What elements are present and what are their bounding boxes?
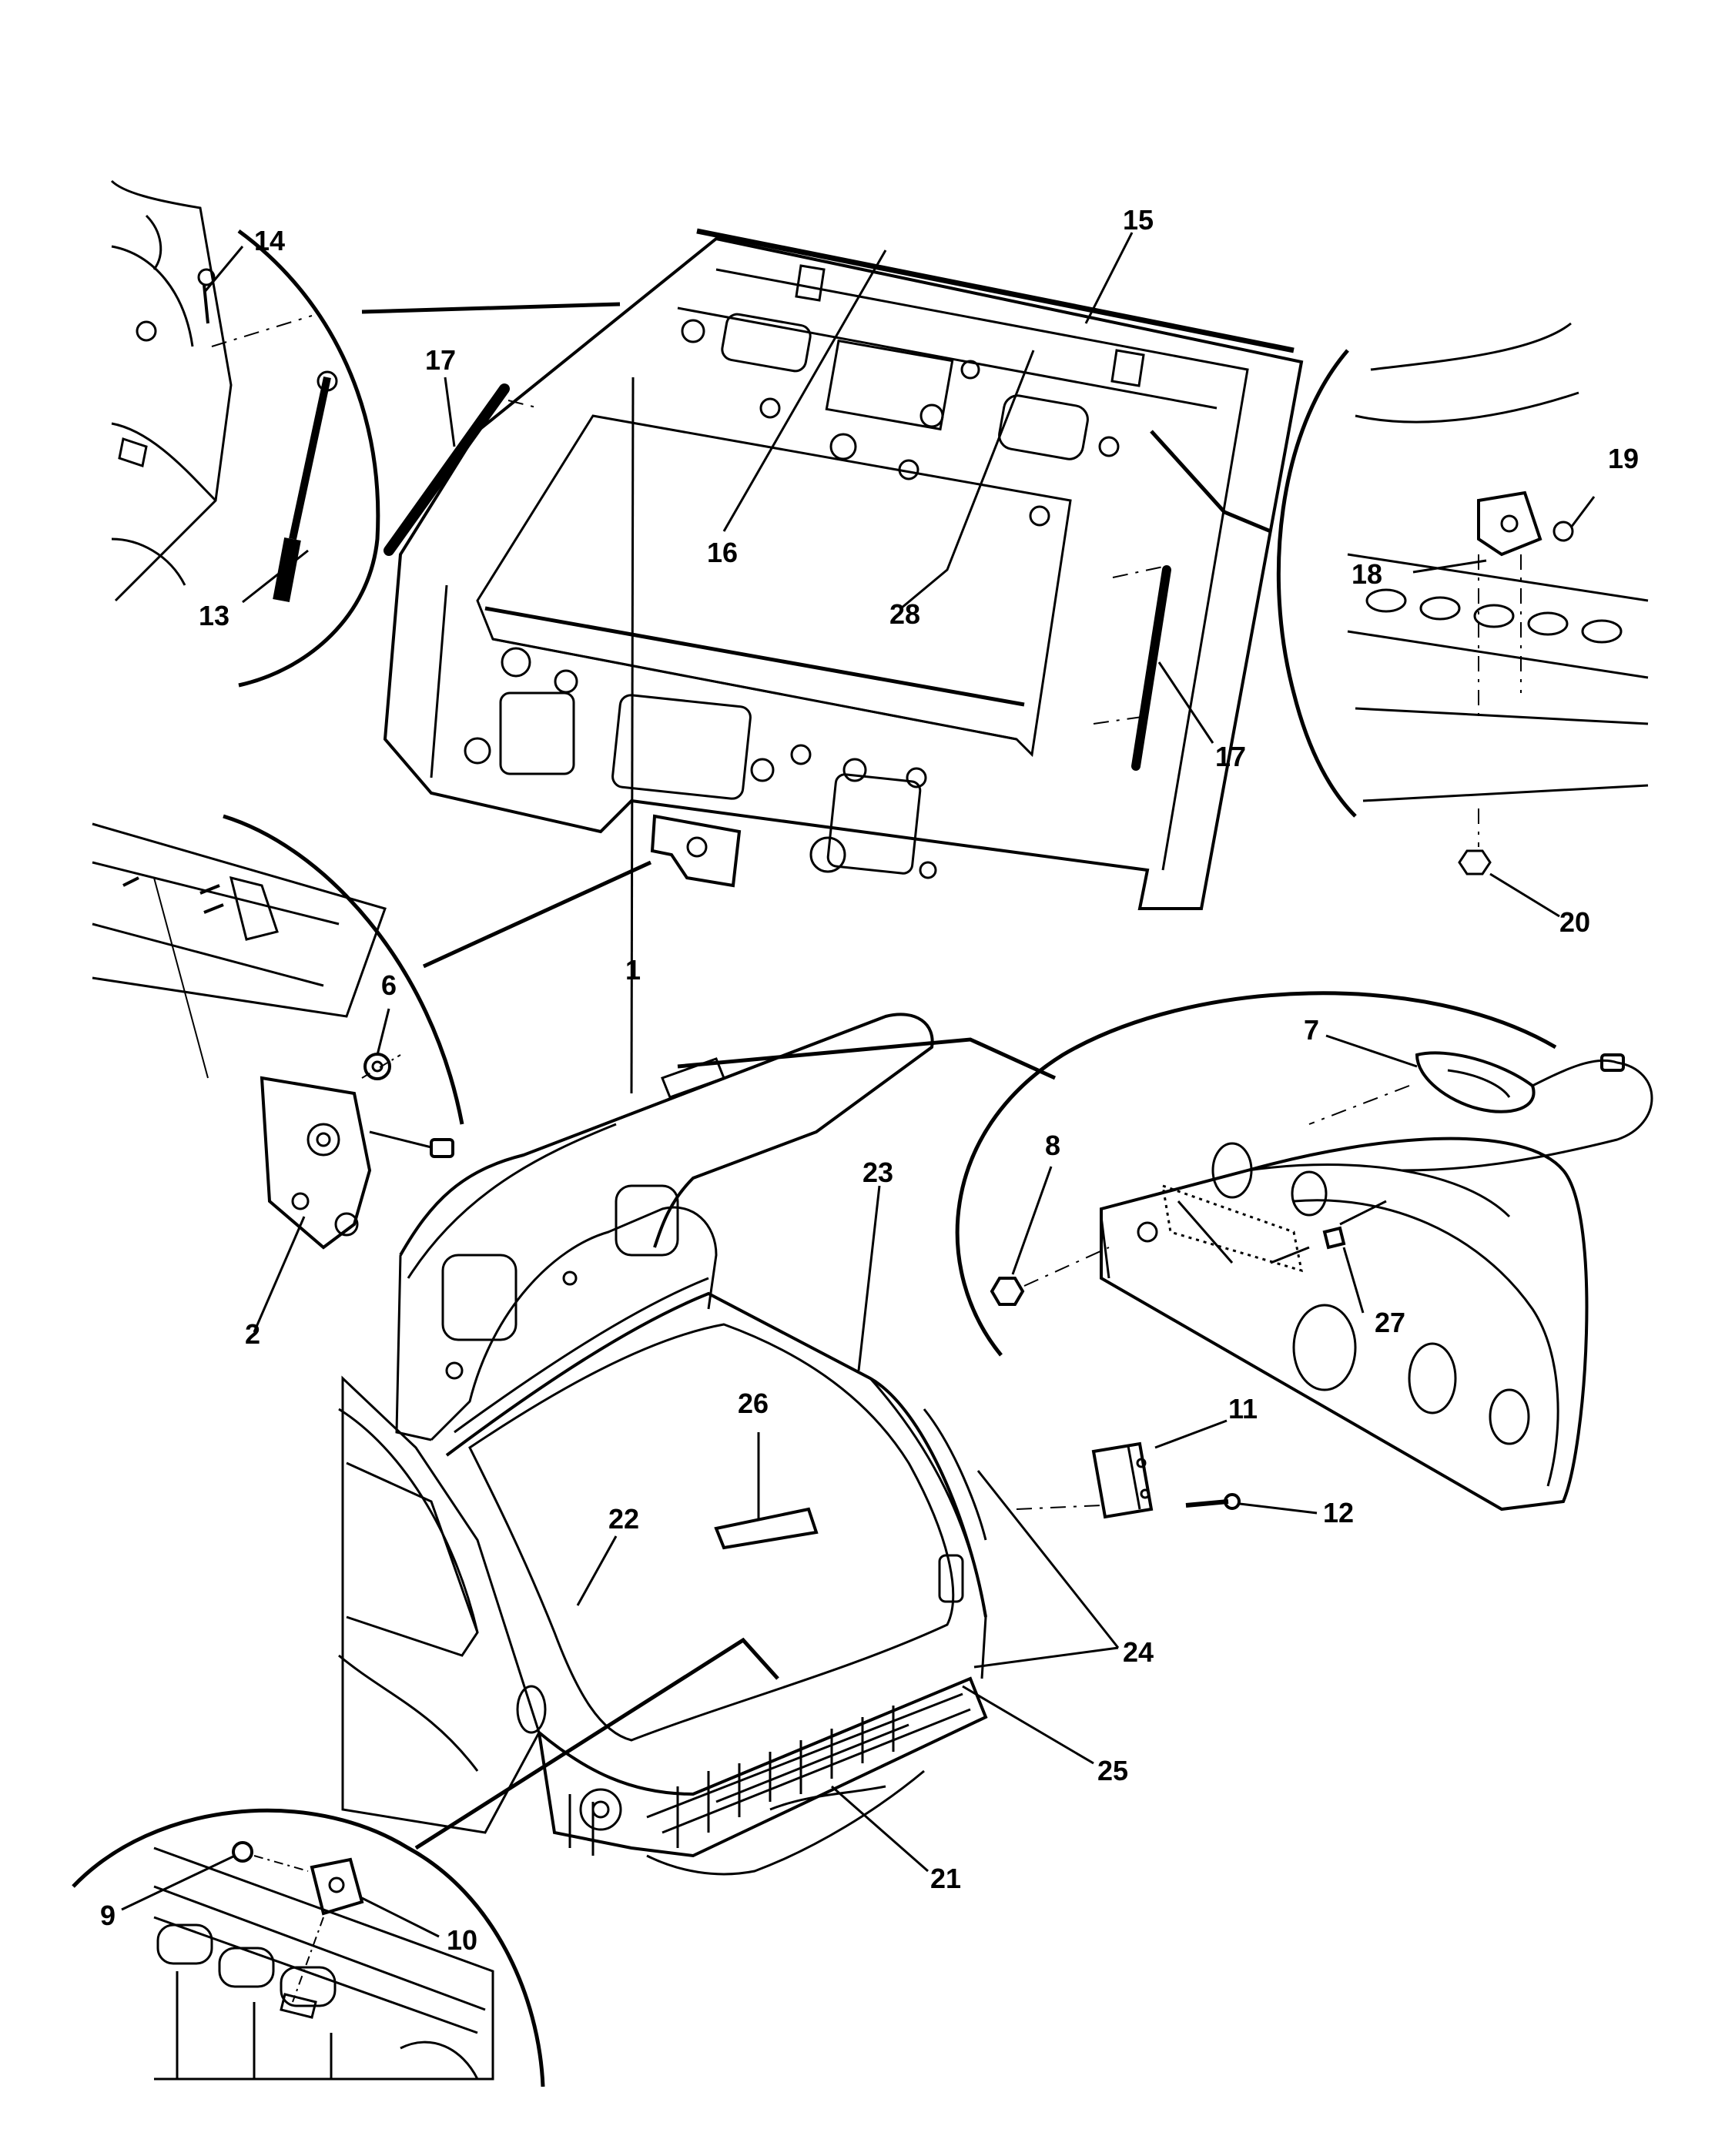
callout-26: 26 [738, 1388, 769, 1419]
callout-18: 18 [1352, 558, 1382, 590]
callout-17-right: 17 [1215, 741, 1246, 772]
weatherstrip-right [1131, 565, 1171, 771]
callout-22: 22 [608, 1503, 639, 1535]
bumper-stop [1016, 1441, 1241, 1519]
vehicle-rear [338, 1013, 988, 1876]
callout-28: 28 [889, 598, 920, 630]
latch-detail [92, 814, 464, 1250]
callout-11: 11 [1228, 1393, 1258, 1424]
callout-9: 9 [100, 1900, 116, 1931]
callout-7: 7 [1304, 1014, 1319, 1046]
callout-labels: 1 2 6 7 8 9 10 11 12 13 14 15 16 17 17 1… [100, 204, 1639, 1956]
decklid-inner-view [383, 228, 1304, 910]
handle-detail [955, 991, 1653, 1512]
striker-detail [72, 1808, 545, 2087]
callout-10: 10 [447, 1924, 477, 1956]
weatherstrip-left [384, 383, 510, 556]
callout-14: 14 [254, 225, 285, 256]
hinge-detail [1276, 322, 1649, 875]
callout-15: 15 [1123, 204, 1154, 236]
callout-21: 21 [930, 1863, 961, 1894]
callout-19: 19 [1608, 443, 1639, 474]
leader-lines [121, 232, 1596, 1938]
callout-1: 1 [625, 954, 641, 986]
callout-24: 24 [1123, 1636, 1154, 1668]
callout-17-upper: 17 [425, 344, 456, 376]
callout-20: 20 [1559, 906, 1590, 938]
callout-6: 6 [381, 969, 397, 1001]
strut-detail [110, 179, 380, 688]
callout-16: 16 [707, 537, 738, 568]
callout-25: 25 [1097, 1755, 1128, 1786]
callout-13: 13 [199, 600, 229, 631]
callout-8: 8 [1045, 1130, 1060, 1161]
callout-2: 2 [245, 1318, 260, 1350]
callout-27: 27 [1375, 1307, 1405, 1338]
callout-12: 12 [1323, 1497, 1354, 1528]
callout-23: 23 [862, 1157, 893, 1188]
